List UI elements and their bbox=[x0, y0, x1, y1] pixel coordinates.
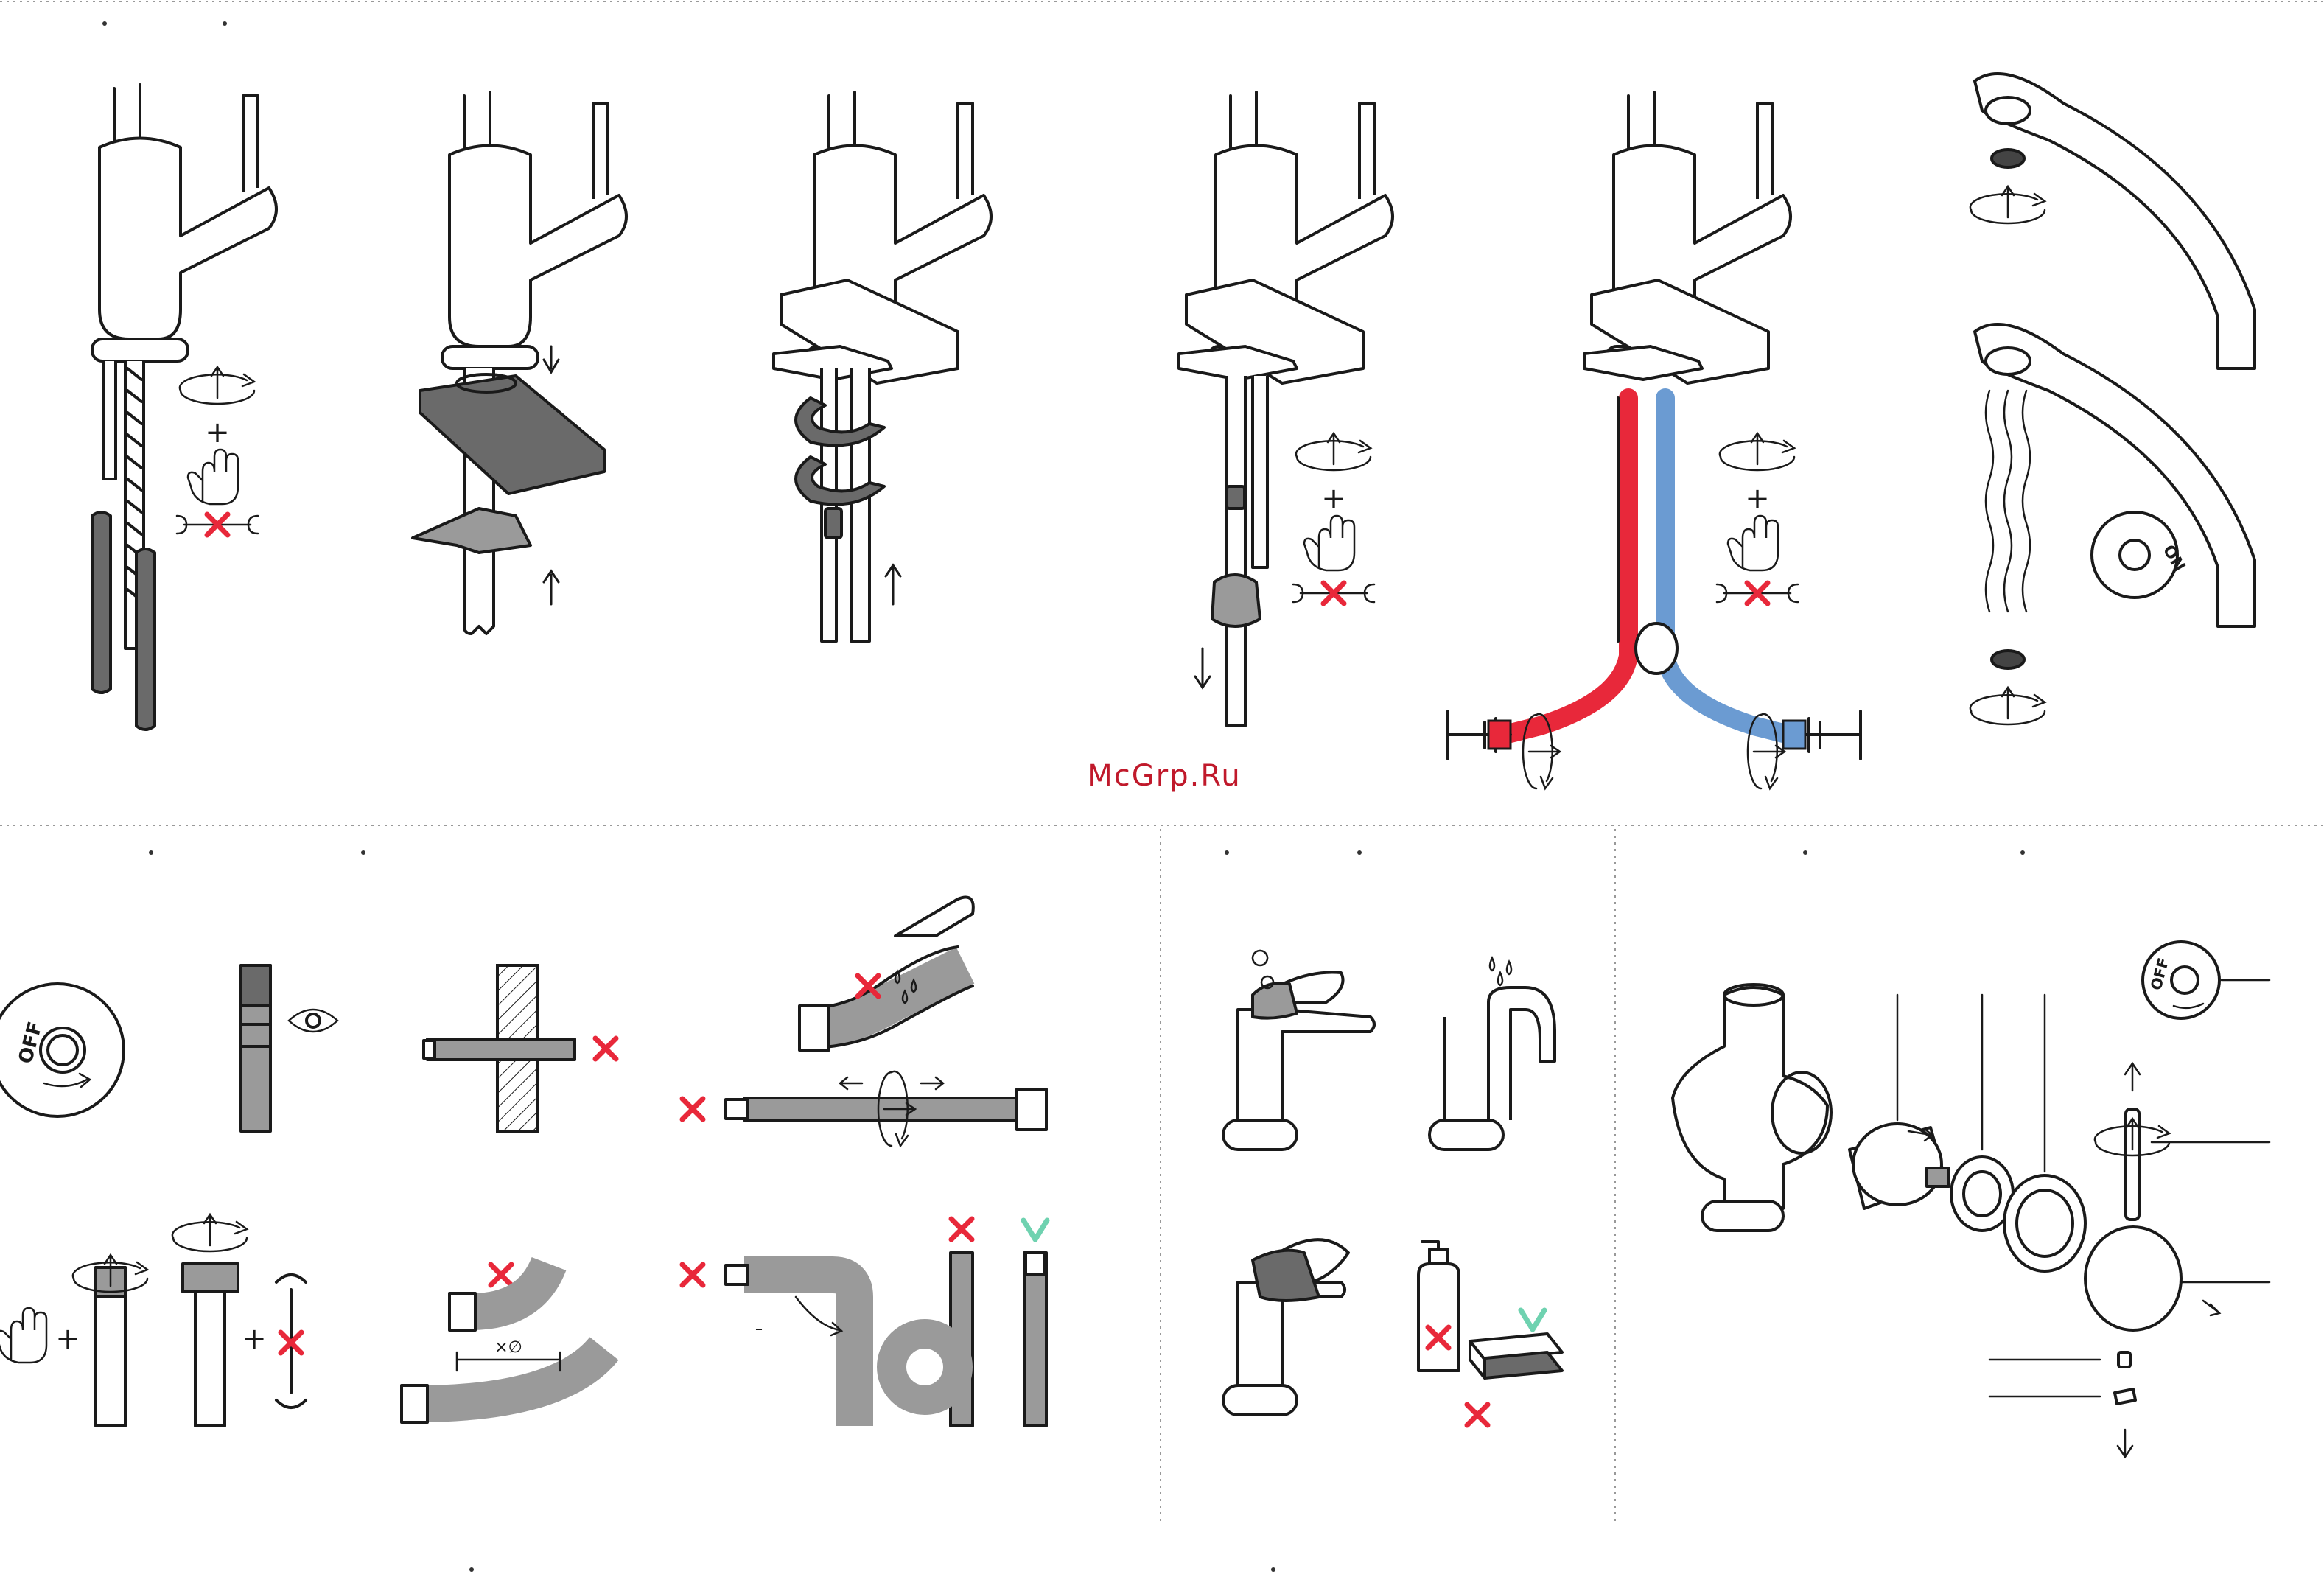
svg-text:+: + bbox=[242, 1322, 267, 1356]
step-2-mounting-plate bbox=[413, 92, 626, 634]
hose-no-twist bbox=[682, 1071, 1046, 1146]
hose-inspect bbox=[241, 965, 337, 1131]
step-5-hot-cold-connection: + bbox=[1448, 92, 1861, 788]
eye-icon bbox=[289, 1010, 337, 1032]
exploded-parts-view: OFF bbox=[1673, 942, 2269, 1457]
hot-hose bbox=[1511, 398, 1628, 733]
detergent-bottle-icon bbox=[1418, 1242, 1459, 1371]
diameter-note: ×∅ bbox=[494, 1338, 522, 1357]
sponge-icon bbox=[1470, 1334, 1562, 1378]
angle-mark: – bbox=[755, 1320, 763, 1338]
step-6-aerator-flush: ON bbox=[1970, 74, 2255, 724]
on-valve-icon: ON bbox=[2092, 512, 2188, 598]
step-4-mounting-nut: + bbox=[1179, 92, 1393, 726]
cleaning-instructions bbox=[1223, 951, 1562, 1425]
step-1-faucet-hoses: + bbox=[92, 85, 276, 730]
watermark-text: McGrp.Ru bbox=[1017, 759, 1312, 793]
off-valve-icon: OFF bbox=[0, 984, 124, 1116]
svg-text:+: + bbox=[1321, 482, 1346, 516]
svg-text:+: + bbox=[55, 1322, 80, 1356]
water-drops-icon bbox=[1490, 958, 1511, 985]
svg-text:+: + bbox=[1745, 482, 1770, 516]
cleaning-cloth-icon bbox=[1253, 983, 1297, 1018]
hose-min-angle: – bbox=[682, 1265, 855, 1426]
step-3-horseshoe-washers bbox=[774, 92, 991, 641]
hand-tighten-hose: + + bbox=[0, 1214, 306, 1426]
wall-through bbox=[424, 965, 616, 1131]
svg-text:+: + bbox=[205, 416, 230, 450]
off-valve-icon: OFF bbox=[2143, 942, 2269, 1018]
bend-radius-rule: ×∅ bbox=[402, 1264, 604, 1422]
hose-no-loop bbox=[892, 1219, 1047, 1426]
hose-no-bend-no-water bbox=[799, 898, 973, 1051]
